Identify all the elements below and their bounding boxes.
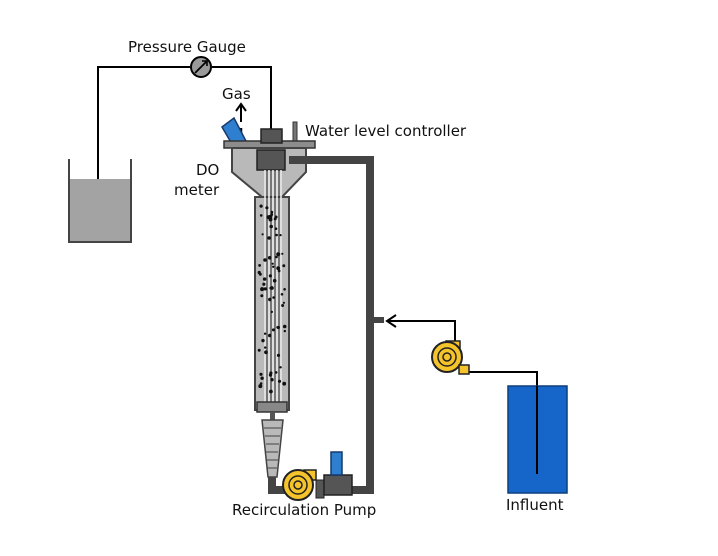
biomass-particle [282,264,286,268]
recirculation-loop [268,156,384,494]
biomass-particle [263,287,267,291]
gas-label: Gas [222,85,251,103]
biomass-particle [271,328,275,332]
biomass-particle [268,333,272,338]
biomass-particle [282,324,287,329]
biomass-particle [270,378,274,382]
recirculation-pump-icon [282,451,353,501]
biomass-particle [280,293,284,296]
biomass-particle [272,265,275,268]
biomass-particle [260,294,264,298]
biomass-particle [257,348,261,352]
biomass-particle [282,301,285,304]
biomass-particle [259,204,263,208]
biomass-particle [258,384,263,389]
biomass-particle [264,346,267,349]
influent-arrow-icon [385,314,397,328]
biomass-particle [272,278,277,283]
biomass-particle [262,282,266,286]
biomass-particle [271,262,274,265]
biomass-particle [260,287,265,292]
biomass-particle [279,366,282,369]
pressure-gauge-label: Pressure Gauge [128,38,246,56]
biomass-particle [259,372,263,376]
biomass-particle [269,389,273,394]
recirculation-pump-label: Recirculation Pump [232,501,377,519]
biomass-particle [274,227,278,230]
gas-arrow-icon [235,102,247,112]
biomass-particle [269,286,273,290]
biomass-particle [275,255,278,259]
biomass-particle [264,350,268,355]
biomass-particle [279,234,282,237]
biomass-particle [265,206,269,210]
biomass-particle [268,297,272,302]
influent-pump-icon [431,340,470,375]
biomass-particle [268,274,272,278]
biomass-particle [274,371,278,374]
biomass-particle [276,353,281,357]
biomass-particle [258,264,261,267]
gas-reservoir [68,159,132,243]
biomass-particle [277,379,282,383]
biomass-particle [268,214,273,219]
biomass-particle [272,296,275,299]
biomass-particle [261,233,264,236]
biomass-particle [270,310,273,314]
biomass-particle [282,381,287,386]
biomass-particles [257,204,287,394]
biomass-particle [283,329,286,333]
biomass-particle [273,217,277,221]
biomass-particle [259,382,263,385]
biomass-particle [276,266,281,271]
do-meter-label-line1: DO [196,161,220,179]
biomass-particle [267,236,271,240]
biomass-particle [269,224,274,229]
biomass-particle [267,255,272,260]
biomass-particle [277,269,281,273]
biomass-particle [276,252,281,257]
influent-label: Influent [506,496,564,514]
biomass-particle [263,332,267,335]
biomass-particle [259,214,263,217]
biomass-particle [268,373,273,377]
biomass-particle [263,258,267,262]
do-meter-label-line2: meter [174,181,220,199]
biomass-particle [258,272,262,276]
biomass-particle [275,233,278,237]
biomass-particle [270,210,274,214]
biomass-particle [262,277,267,281]
biomass-particle [281,304,285,307]
biomass-particle [276,326,279,329]
water-level-controller-label: Water level controller [305,122,467,140]
biomass-particle [260,376,264,380]
reactor-cone-distributor [261,419,284,478]
biomass-particle [283,288,286,291]
pressure-gauge-icon [190,56,212,78]
influent-tank [507,385,568,494]
water-level-controller-rod [292,121,298,143]
reactor-column [254,170,290,420]
biomass-particle [261,338,265,343]
biomass-particle [281,252,284,255]
